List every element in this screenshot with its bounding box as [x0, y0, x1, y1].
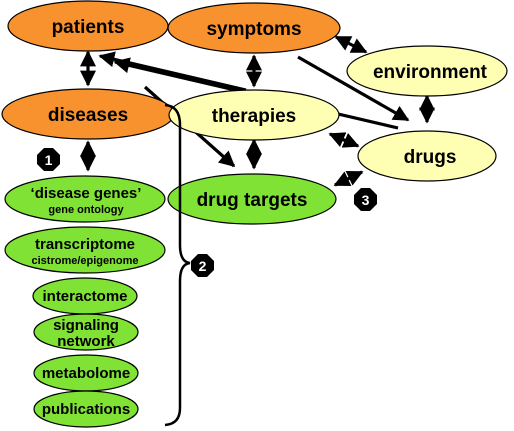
node-environment-label: environment [373, 62, 488, 83]
node-publications [33, 390, 139, 428]
node-disease-genes [4, 175, 166, 223]
node-signaling-network [33, 313, 139, 351]
node-disease-genes-label: ‘disease genes’ [31, 185, 142, 202]
node-drug-targets [167, 173, 337, 225]
node-diseases-label: diseases [48, 105, 128, 126]
node-gene-ontology-label: gene ontology [48, 204, 124, 216]
arrow-therapies-drugs [328, 132, 360, 148]
node-network-label: network [57, 333, 115, 350]
node-drugs-label: drugs [404, 147, 457, 168]
badge-3-label: 3 [362, 192, 370, 208]
badge-3: 3 [354, 188, 377, 211]
node-drugs [357, 130, 497, 182]
badge-2-label: 2 [199, 258, 207, 274]
node-therapies [168, 89, 340, 141]
node-signaling-label: signaling [53, 317, 119, 334]
node-symptoms [167, 2, 341, 54]
node-transcriptome [4, 226, 166, 274]
node-cistrome-label: cistrome/epigenome [32, 255, 139, 267]
curly-brace [164, 103, 191, 427]
badge-1: 1 [37, 148, 60, 171]
node-transcriptome-label: transcriptome [35, 236, 135, 253]
arrow-drugtargets-drugs [333, 170, 364, 187]
node-drug-targets-label: drug targets [197, 190, 308, 211]
node-patients-label: patients [52, 17, 125, 38]
arrow-therapies-patients [98, 51, 247, 92]
node-interactome-label: interactome [42, 288, 127, 305]
badge-1-label: 1 [45, 152, 53, 168]
node-publications-label: publications [42, 401, 130, 418]
node-therapies-label: therapies [212, 106, 296, 127]
node-metabolome-label: metabolome [42, 365, 130, 382]
arrow-symptoms-drugs [297, 55, 410, 122]
arrow-symptoms-environment [334, 35, 368, 54]
node-environment [346, 45, 508, 97]
node-symptoms-label: symptoms [206, 19, 301, 40]
badge-2: 2 [191, 254, 214, 277]
